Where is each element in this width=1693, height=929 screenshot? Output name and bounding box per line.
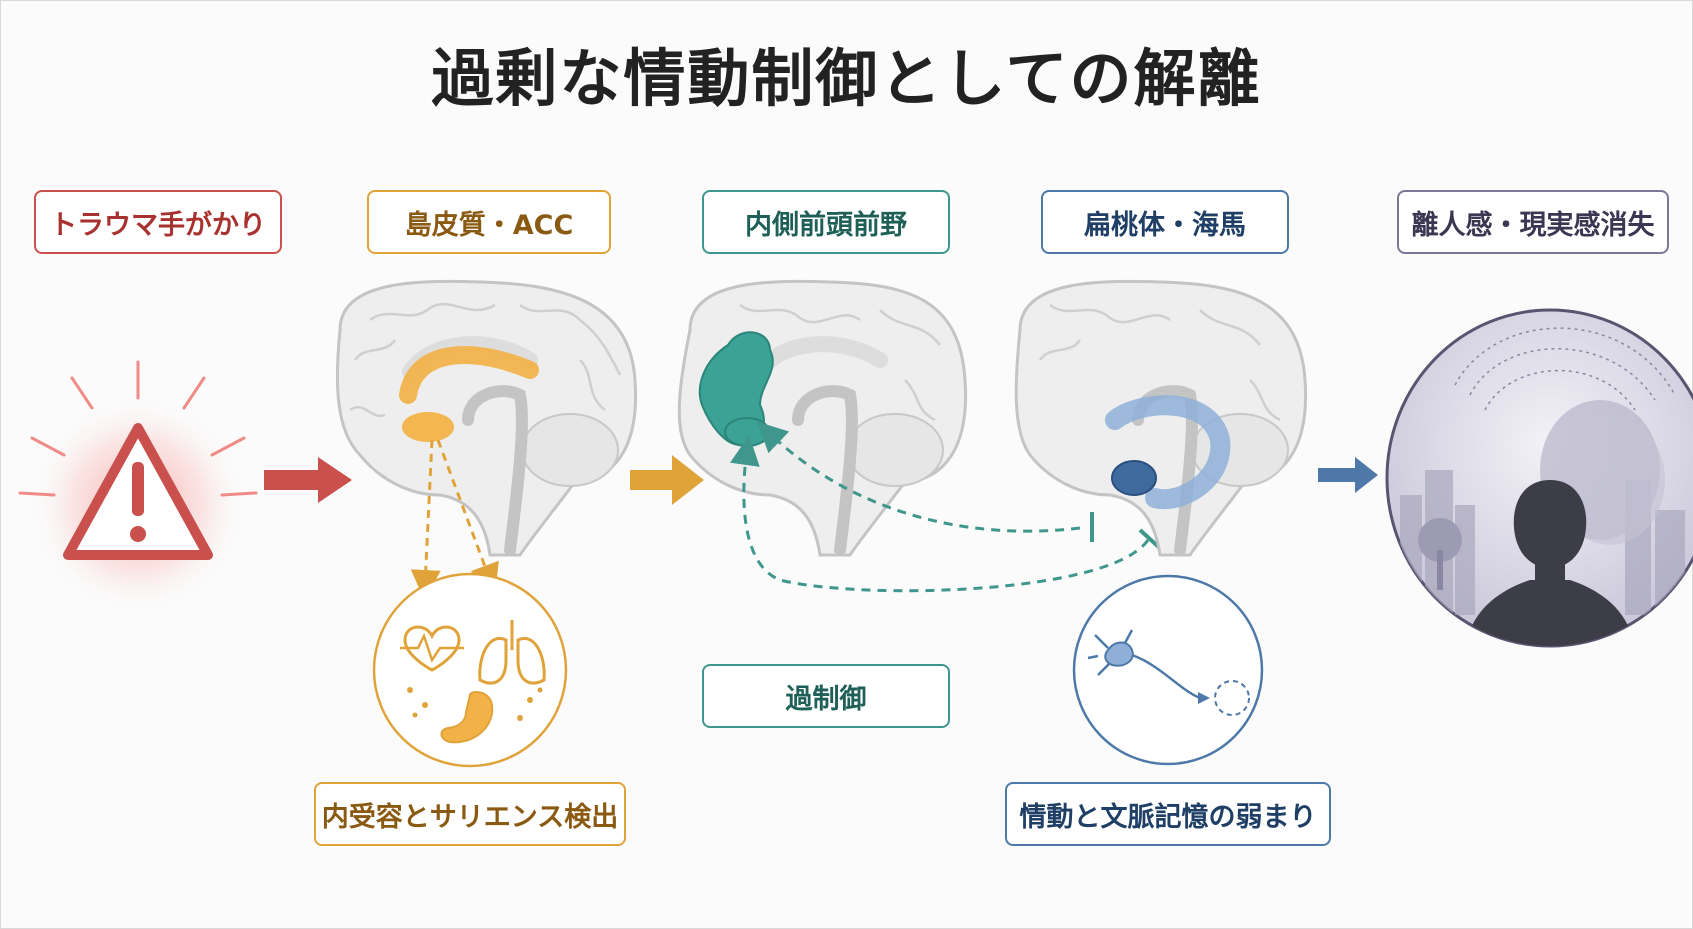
overcontrol-label: 過制御 [702, 664, 950, 728]
heart-icon [403, 625, 461, 672]
stomach-icon [440, 691, 494, 744]
arrow-trigger-to-insula [264, 457, 352, 503]
interoception-circle [372, 572, 568, 768]
depersonalization-scene [1385, 308, 1693, 648]
memory-weakening-label: 情動と文脈記憶の弱まり [1005, 782, 1331, 846]
brain-mpfc [677, 279, 968, 557]
trigger-label: トラウマ手がかり [34, 190, 282, 254]
brain-insula-acc [335, 279, 638, 557]
brain-amygdala-hippocampus [1014, 279, 1308, 557]
arrow-amygdala-to-outcome [1318, 457, 1378, 493]
amygdala-hippocampus-label: 扁桃体・海馬 [1041, 190, 1289, 254]
arrow-insula-to-body-right [436, 439, 499, 595]
memory-circle [1072, 574, 1264, 766]
depersonalization-label: 離人感・現実感消失 [1397, 190, 1669, 254]
warning-icon [18, 360, 258, 615]
interoception-label: 内受容とサリエンス検出 [314, 782, 626, 846]
page-title: 過剰な情動制御としての解離 [431, 42, 1262, 115]
insula-acc-label: 島皮質・ACC [367, 190, 611, 254]
inhibition-mpfc-to-amygdala [757, 421, 1081, 533]
neuron-icon [1087, 629, 1250, 716]
lungs-icon [478, 620, 546, 685]
mpfc-label: 内側前頭前野 [702, 190, 950, 254]
arrow-insula-to-body-left [410, 439, 441, 600]
arrow-insula-to-mpfc [630, 455, 704, 505]
inhibition-mpfc-to-hippocampus [730, 435, 1150, 593]
